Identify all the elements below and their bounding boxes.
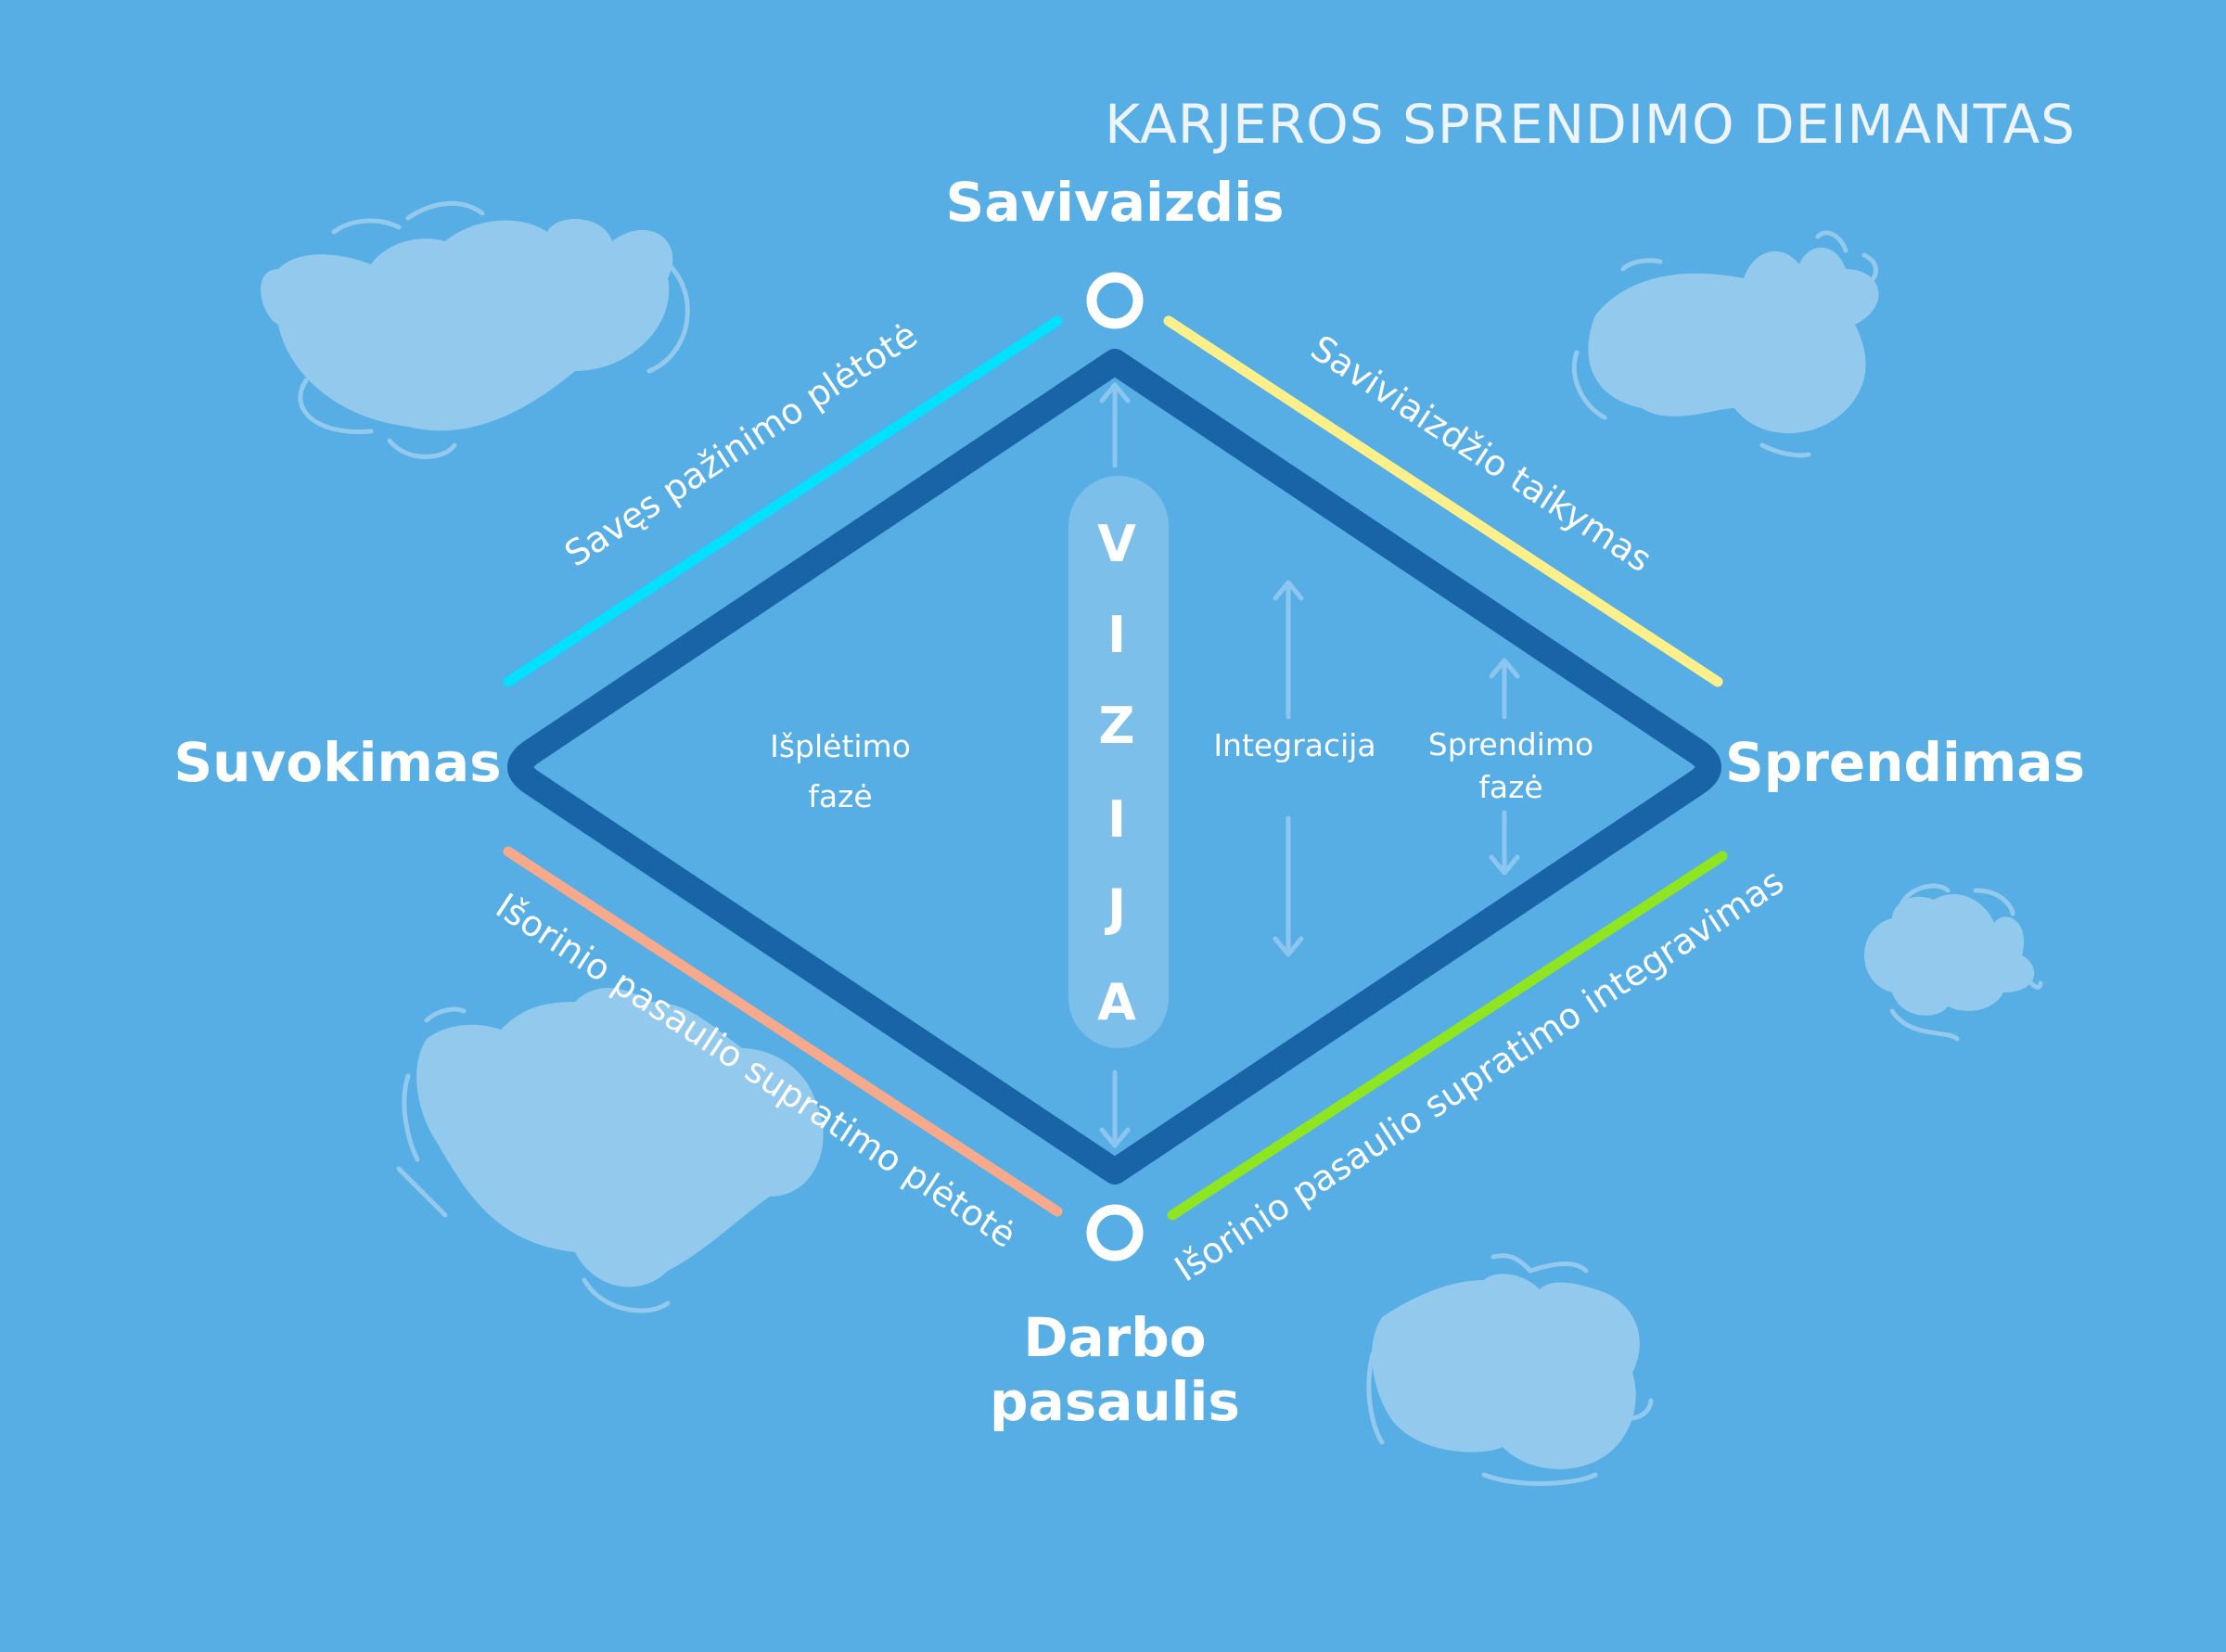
cloud-icon: [1366, 1253, 1654, 1486]
phase-decision-line2: fazė: [1478, 769, 1542, 805]
vision-letter: A: [1097, 973, 1136, 1031]
vision-letter: V: [1097, 515, 1136, 573]
edge-line-top-left: [503, 315, 1063, 687]
vision-letter: J: [1104, 878, 1126, 937]
edge-line-bottom-left: [503, 846, 1063, 1217]
node-label-right: Sprendimas: [1725, 731, 2085, 794]
top-node-circle: [1086, 272, 1144, 329]
node-label-bottom-line2: pasaulis: [990, 1370, 1240, 1433]
cloud-icon: [1864, 883, 2043, 1042]
arrow-down-icon: [1273, 815, 1304, 957]
vision-letter: Z: [1098, 697, 1134, 755]
vision-letter: I: [1107, 790, 1126, 849]
phase-expansion-line1: Išplėtimo: [770, 728, 911, 764]
vision-pill: [1068, 476, 1169, 1048]
phase-expansion-line2: fazė: [808, 778, 872, 814]
diagram-title: KARJEROS SPRENDIMO DEIMANTAS: [1105, 93, 2076, 156]
node-label-bottom-line1: Darbo: [1023, 1306, 1206, 1369]
phase-decision-line1: Sprendimo: [1428, 726, 1593, 762]
arrow-up-icon: [1489, 658, 1520, 720]
node-label-left: Suvokimas: [173, 731, 501, 794]
edge-line-bottom-right: [1167, 851, 1728, 1221]
cloud-icon: [1571, 230, 1879, 458]
edge-line-top-right: [1163, 315, 1723, 687]
node-label-top: Savivaizdis: [945, 171, 1284, 234]
cloud-icon: [396, 988, 824, 1313]
arrow-down-icon: [1099, 1069, 1131, 1148]
bottom-node-circle: [1086, 1204, 1144, 1261]
arrow-up-icon: [1273, 580, 1304, 720]
diamond-outline: [507, 349, 1721, 1185]
cloud-icon: [261, 200, 690, 459]
vision-letter: I: [1107, 606, 1126, 664]
phase-integration: Integracija: [1213, 727, 1375, 763]
arrow-up-icon: [1099, 382, 1131, 468]
arrow-down-icon: [1489, 810, 1520, 876]
